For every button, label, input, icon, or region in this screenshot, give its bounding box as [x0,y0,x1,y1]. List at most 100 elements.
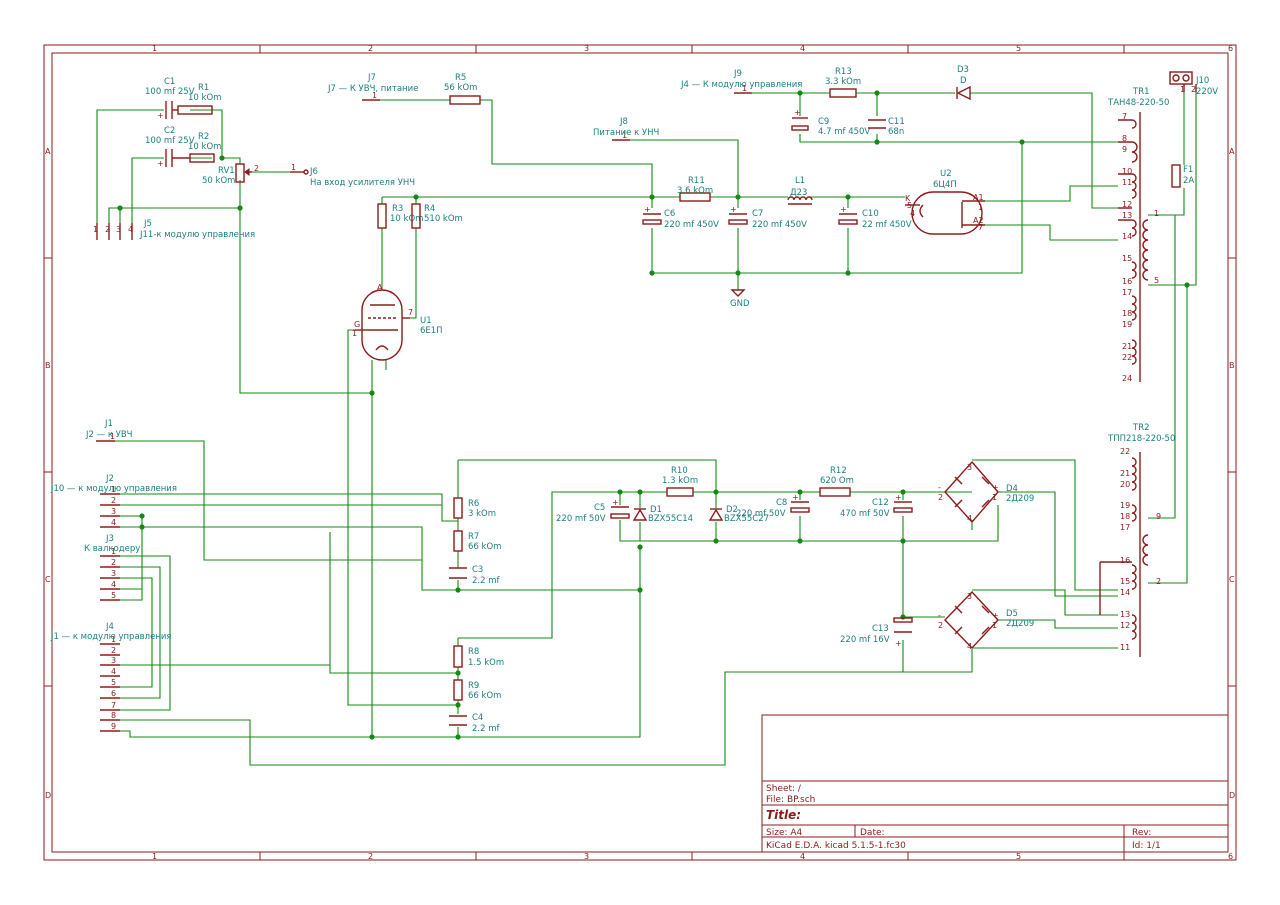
svg-text:7: 7 [1122,112,1127,121]
bridge-D4[interactable]: -2 +1 34 D4 2Д209 [938,460,1034,524]
inductor-L1[interactable]: L1 Д23 [787,176,813,205]
connector-J7[interactable]: 1 J7 J7 — К УВЧ, питание [327,73,418,101]
capacitor-C3[interactable]: C3 2.2 mf [449,565,500,586]
svg-text:2: 2 [105,225,110,234]
svg-text:10: 10 [1122,167,1132,176]
svg-text:4: 4 [910,209,915,218]
zener-D1[interactable]: D1 BZX55C14 [632,505,693,524]
fuse-F1[interactable]: F1 2A [1171,164,1194,188]
potentiometer-RV1[interactable]: 2 RV1 50 kOm [202,163,259,186]
title-label: Title: [766,808,801,822]
connector-J6[interactable]: 1 J6 На вход усилителя УНЧ [290,163,415,188]
resistor-R3[interactable]: R3 10 kOm [377,203,423,229]
connector-J1[interactable]: 1 J1 J2 — к УВЧ [85,419,133,442]
value-label: На вход усилителя УНЧ [310,178,415,188]
svg-text:3: 3 [111,507,116,516]
sheet-label: Sheet: / [766,784,802,794]
svg-text:1: 1 [992,621,997,630]
value-label: J2 — к УВЧ [85,430,133,440]
ref-label: J3 [105,534,114,544]
svg-text:2: 2 [938,493,943,502]
value-label: 3 kOm [468,509,496,519]
ref-label: TR2 [1132,423,1150,433]
resistor-R1[interactable]: R1 10 kOm [177,83,221,115]
ref-label: C6 [664,209,675,219]
resistor-R12[interactable]: R12 620 Om [819,466,854,497]
value-label: 1.5 kOm [468,658,504,668]
svg-text:24: 24 [1122,374,1132,383]
connector-J9[interactable]: 1 J9 J4 — К модулю управления [680,69,802,94]
capacitor-C4[interactable]: C4 2.2 mf [449,713,500,734]
resistor-R10[interactable]: R10 1.3 kOm [662,466,698,497]
svg-text:18: 18 [1120,512,1130,521]
svg-text:14: 14 [1120,588,1130,597]
zener-D2[interactable]: D2 BZX55C27 [708,505,769,524]
value-label: J11-к модулю управления [139,230,255,240]
capacitor-C6[interactable]: + C6 220 mf 450V [642,205,719,230]
ref-label: C7 [752,209,763,219]
transformer-TR2[interactable]: TR2 ТПП218-220-50 9 2 [1099,423,1175,657]
value-label: 1.3 kOm [662,476,698,486]
ref-label: D1 [650,505,662,515]
capacitor-C12[interactable]: + C12 470 mf 50V [840,493,913,519]
value-label: 2Д209 [1006,494,1034,504]
resistor-R6[interactable]: R6 3 kOm [453,497,496,519]
resistor-R2[interactable]: R2 10 kOm [188,132,221,163]
svg-text:5: 5 [1154,276,1159,285]
capacitor-C7[interactable]: + C7 220 mf 450V [728,205,807,230]
transformer-TR1[interactable]: TR1 ТАН48-220-50 1 5 [1107,87,1169,382]
svg-text:18: 18 [1122,309,1132,318]
capacitor-C11[interactable]: C11 68n [868,117,905,137]
ref-label: J5 [143,219,152,229]
svg-text:2: 2 [938,621,943,630]
capacitor-C2[interactable]: + C2 100 mf 25V [145,126,195,168]
svg-text:+: + [157,159,164,168]
connector-J4[interactable]: 12 34 56 78 9 J4 J1 — к модулю управлени… [50,622,172,732]
svg-text:11: 11 [1120,643,1130,652]
svg-text:1: 1 [110,432,115,441]
capacitor-C1[interactable]: + C1 100 mf 25V [145,77,195,120]
resistor-R11[interactable]: R11 3.6 kOm [677,176,713,202]
capacitor-C13[interactable]: + C13 220 mf 16V [840,617,913,648]
svg-text:-: - [938,483,941,492]
value-label: 50 kOm [202,176,235,186]
resistor-R13[interactable]: R13 3.3 kOm [825,67,861,98]
capacitor-C10[interactable]: + C10 22 mf 450V [838,205,912,230]
svg-text:13: 13 [1122,211,1132,220]
svg-text:1: 1 [978,203,983,212]
resistor-R4[interactable]: R4 510 kOm [411,203,463,229]
bridge-D5[interactable]: -2 +1 34 D5 2Д209 [938,590,1034,651]
capacitor-C9[interactable]: + C9 4.7 mf 450V [791,108,870,137]
value-label: J7 — К УВЧ, питание [327,84,418,94]
resistor-R5[interactable]: R5 56 kOm [444,73,481,105]
connector-J8[interactable]: 1 J8 Питание к УНЧ [593,117,659,141]
svg-text:7: 7 [408,308,413,317]
value-label: 510 kOm [424,214,463,224]
resistor-R9[interactable]: R9 66 kOm [453,679,501,701]
capacitor-C5[interactable]: + C5 220 mf 50V [556,498,630,524]
svg-text:+: + [730,205,737,214]
value-label: J1 — к модулю управления [50,632,172,642]
svg-text:5: 5 [907,201,912,210]
ref-label: D4 [1006,484,1018,494]
capacitor-C8[interactable]: + C8 220 mf 50V [736,493,810,519]
connector-J2[interactable]: 12 34 J2 J10 — к модулю управления [50,474,177,528]
row-label: C [45,575,51,584]
connector-J3[interactable]: 12 345 J3 К валкодеру [84,534,140,601]
tube-U1[interactable]: G1 7 A U1 6Е1П [352,283,443,361]
resistor-R7[interactable]: R7 66 kOm [453,530,501,552]
ref-label: U1 [420,316,432,326]
svg-text:+: + [895,493,902,502]
value-label: BZX55C27 [724,514,769,524]
ref-label: TR1 [1132,87,1150,97]
resistor-R8[interactable]: R8 1.5 kOm [453,645,504,668]
rev-label: Rev: [1132,828,1151,838]
value-label: 10 kOm [188,93,221,103]
svg-text:A1: A1 [973,193,984,202]
col-label: 4 [800,852,805,861]
svg-text:+: + [992,611,999,620]
diode-D3[interactable]: D3 D [956,65,971,101]
